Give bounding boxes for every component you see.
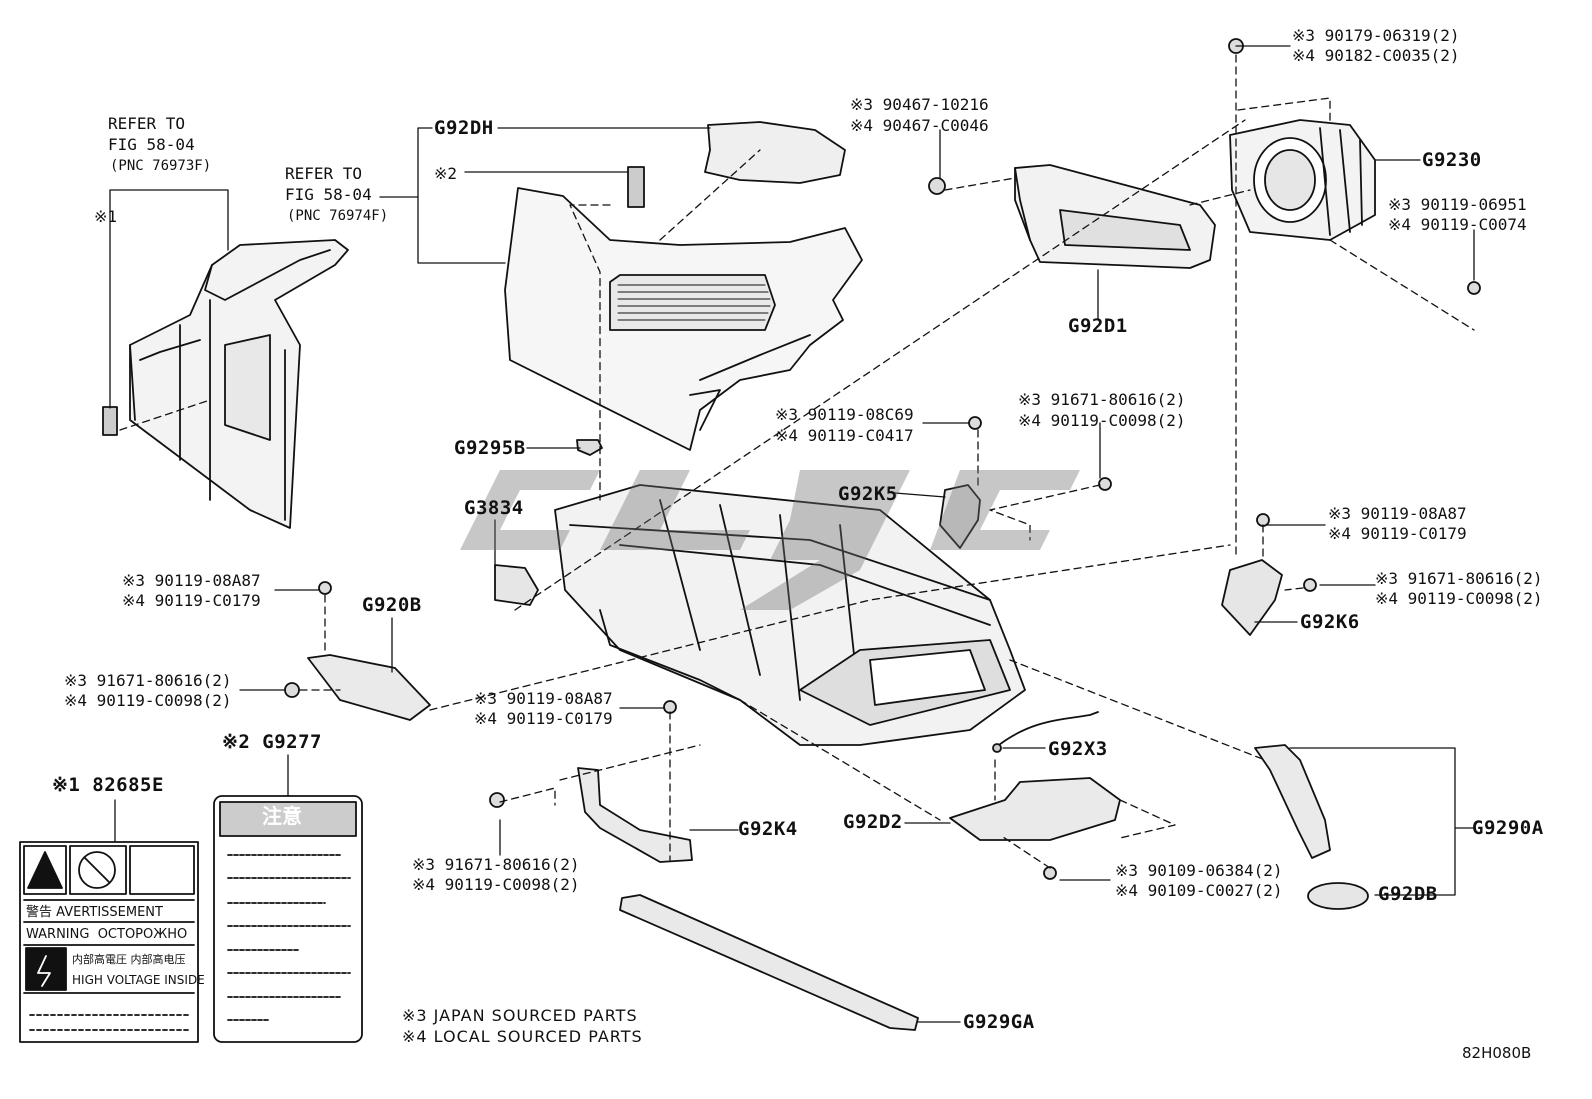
k4-bracket-drawing [577, 767, 693, 863]
fastener-k4-local: ※4 90119-C0098(2) [412, 875, 580, 894]
fastener-k6-b-jp: ※3 91671-80616(2) [1375, 569, 1543, 588]
part-g92k4: G92K4 [738, 818, 798, 840]
refer-upper-line3: (PNC 76973F) [110, 158, 212, 174]
part-g92x3: G92X3 [1048, 738, 1108, 760]
battery-pack-drawing [554, 484, 1026, 746]
part-g92k5: G92K5 [838, 483, 898, 505]
duct-cover-drawing [704, 121, 846, 184]
note-japan-sourced: ※3 JAPAN SOURCED PARTS [402, 1006, 638, 1025]
fastener-k5-a-jp: ※3 90119-08C69 [775, 405, 914, 424]
warning-label-drawing [19, 841, 199, 1043]
warning-label-row1: 警告 AVERTISSEMENT [26, 905, 163, 920]
watermark-logo [460, 470, 1080, 610]
fastener-center-b-jp: ※3 90119-08A87 [474, 689, 613, 708]
fastener-k5-a-local: ※4 90119-C0417 [775, 426, 914, 445]
label-pad-drawing [102, 406, 118, 436]
fastener-d2-local: ※4 90109-C0027(2) [1115, 881, 1283, 900]
intake-duct-drawing [1014, 164, 1216, 269]
note-local-sourced: ※4 LOCAL SOURCED PARTS [402, 1027, 643, 1046]
cover-plate-drawing [619, 894, 919, 1031]
bolt-symbols [284, 38, 1481, 880]
fastener-center-top-jp: ※3 90467-10216 [850, 95, 989, 114]
sensor-wire-drawing [994, 711, 1099, 749]
refer-lower-line3: (PNC 76974F) [287, 208, 389, 224]
part-82685e: ※1 82685E [52, 774, 164, 796]
part-g920b: G920B [362, 594, 422, 616]
part-g929ga: G929GA [963, 1011, 1035, 1033]
diagram-code: 82H080B [1462, 1044, 1532, 1062]
refer-lower-line1: REFER TO [285, 164, 363, 183]
part-g9277: ※2 G9277 [222, 731, 322, 753]
fastener-d2-jp: ※3 90109-06384(2) [1115, 861, 1283, 880]
fastener-left-b-jp: ※3 91671-80616(2) [64, 671, 232, 690]
grommet-drawing [1307, 882, 1369, 910]
mark-1: ※1 [94, 207, 118, 226]
warning-label-row3a: 内部高電圧 内部高电压 [72, 953, 186, 966]
caution-label-title: 注意 [262, 804, 302, 828]
fastener-left-a-jp: ※3 90119-08A87 [122, 571, 261, 590]
blower-fan-drawing [1229, 119, 1376, 241]
refer-upper-line2: FIG 58-04 [108, 135, 195, 154]
fastener-k5-b-jp: ※3 91671-80616(2) [1018, 390, 1186, 409]
fastener-right-mid-jp: ※3 90119-06951 [1388, 195, 1527, 214]
fastener-left-a-local: ※4 90119-C0179 [122, 591, 261, 610]
drain-pipe-drawing [1254, 744, 1331, 859]
fastener-k4-jp: ※3 91671-80616(2) [412, 855, 580, 874]
refer-lower-line2: FIG 58-04 [285, 185, 372, 204]
fastener-top-right-local: ※4 90182-C0035(2) [1292, 46, 1460, 65]
part-g92d2: G92D2 [843, 811, 903, 833]
part-g92db: G92DB [1378, 883, 1438, 905]
mark-2: ※2 [434, 164, 458, 183]
part-g3834: G3834 [464, 497, 524, 519]
part-g92dh: G92DH [434, 117, 494, 139]
fastener-right-mid-local: ※4 90119-C0074 [1388, 215, 1527, 234]
fastener-top-right-jp: ※3 90179-06319(2) [1292, 26, 1460, 45]
k6-bracket-drawing [1221, 559, 1283, 636]
fastener-center-top-local: ※4 90467-C0046 [850, 116, 989, 135]
fastener-k6-a-local: ※4 90119-C0179 [1328, 524, 1467, 543]
k5-bracket-drawing [939, 484, 981, 549]
g920b-bracket-drawing [307, 654, 431, 721]
fastener-k6-a-jp: ※3 90119-08A87 [1328, 504, 1467, 523]
side-trim-panel-drawing [129, 239, 349, 529]
part-g92k6: G92K6 [1300, 611, 1360, 633]
fastener-k6-b-local: ※4 90119-C0098(2) [1375, 589, 1543, 608]
rear-trim-panel-drawing [504, 187, 863, 451]
part-g9295b: G9295B [454, 437, 526, 459]
sensor-bracket-drawing [494, 564, 539, 606]
warning-label-row3b: HIGH VOLTAGE INSIDE [72, 973, 205, 987]
fastener-center-b-local: ※4 90119-C0179 [474, 709, 613, 728]
caution-label-drawing [213, 795, 363, 1043]
warning-label-row2: WARNING OCTOPOЖHO [26, 927, 188, 942]
fastener-k5-b-local: ※4 90119-C0098(2) [1018, 411, 1186, 430]
fastener-left-b-local: ※4 90119-C0098(2) [64, 691, 232, 710]
insulator-pad-drawing [627, 166, 645, 208]
part-g92d1: G92D1 [1068, 315, 1128, 337]
part-g9290a: G9290A [1472, 817, 1544, 839]
refer-upper-line1: REFER TO [108, 114, 186, 133]
part-g9230: G9230 [1422, 149, 1482, 171]
lower-duct-drawing [949, 777, 1121, 841]
